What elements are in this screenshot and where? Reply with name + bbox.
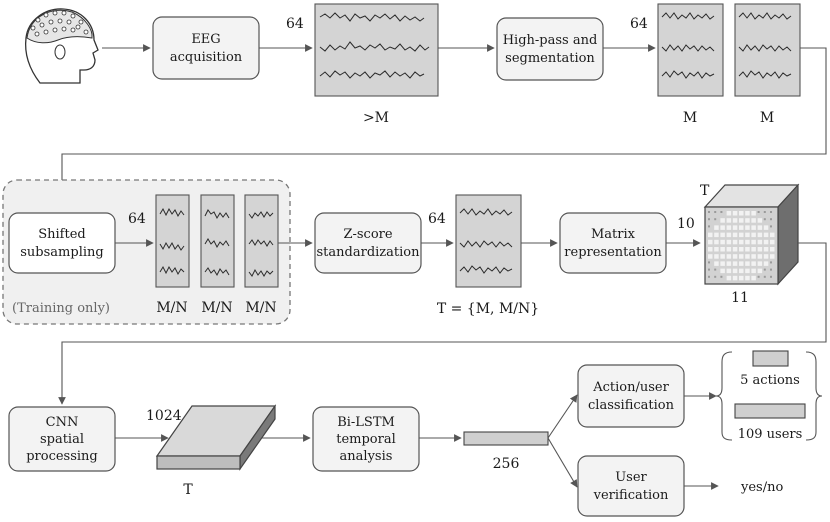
feature-size-label: 1024 [146,408,182,424]
z-score-standardization-box: Z-score standardization [314,212,422,274]
box-label: subsampling [20,245,103,260]
head-with-electrodes-icon [24,8,99,84]
segment-length-label: M [760,110,774,126]
box-label: User [615,470,647,485]
standardized-signal-block [455,194,522,288]
box-label: classification [588,398,675,413]
box-label: temporal [336,432,396,447]
channel-count-label: 64 [128,211,146,227]
box-label: spatial [40,432,84,447]
training-only-label: (Training only) [12,301,110,316]
actions-count-label: 5 actions [740,373,800,388]
actions-output-bar [752,350,789,367]
action-user-classification-box: Action/user classification [577,364,685,428]
cnn-output-slab [155,404,277,471]
box-label: Action/user [592,380,669,395]
box-label: High-pass and [503,33,598,48]
cube-height-label: 10 [677,216,695,232]
output-options-brace [715,351,823,441]
box-label: EEG [191,32,220,47]
users-output-bar [734,403,806,419]
box-label: CNN [46,415,79,430]
high-pass-segmentation-box: High-pass and segmentation [496,17,604,81]
slab-depth-label: T [183,482,193,498]
subsample-block-1 [155,194,190,288]
box-label: Matrix [591,227,636,242]
box-label: processing [26,449,98,464]
box-label: Bi-LSTM [337,415,395,430]
user-verification-box: User verification [577,455,685,517]
subsample-block-3 [244,194,279,288]
subsample-length-label: M/N [156,300,187,316]
segment-block-1 [657,3,724,97]
segment-length-label: >M [363,110,389,126]
segment-block-2 [734,3,801,97]
subsample-length-label: M/N [201,300,232,316]
matrix-representation-box: Matrix representation [559,212,667,274]
cube-depth-label: T [700,183,710,199]
cnn-spatial-processing-box: CNN spatial processing [8,406,116,472]
box-label: analysis [340,449,393,464]
box-label: representation [564,245,662,260]
eeg-acquisition-box: EEG acquisition [152,16,260,80]
verification-output-label: yes/no [740,480,783,495]
arrow [547,394,578,439]
box-label: Z-score [343,227,392,242]
channel-count-label: 64 [286,16,304,32]
channel-count-label: 64 [428,211,446,227]
arrow [547,437,578,488]
subsample-length-label: M/N [245,300,276,316]
box-label: verification [593,488,669,503]
cube-width-label: 11 [731,290,749,306]
box-label: standardization [317,245,421,260]
users-count-label: 109 users [738,427,803,442]
feature-vector-bar [463,431,549,446]
connector-arrow [58,242,827,405]
segment-length-label: M [683,110,697,126]
shifted-subsampling-box: Shifted subsampling [8,212,116,274]
connector-arrow [58,47,827,212]
bi-lstm-temporal-analysis-box: Bi-LSTM temporal analysis [312,406,420,472]
raw-eeg-signal-block [314,3,439,97]
segment-set-label: T = {M, M/N} [437,301,539,317]
box-label: acquisition [170,50,243,65]
subsample-block-2 [200,194,235,288]
box-label: Shifted [38,227,86,242]
feature-size-label: 256 [493,456,520,472]
channel-count-label: 64 [630,16,648,32]
box-label: segmentation [505,51,595,66]
matrix-cube [703,183,800,286]
